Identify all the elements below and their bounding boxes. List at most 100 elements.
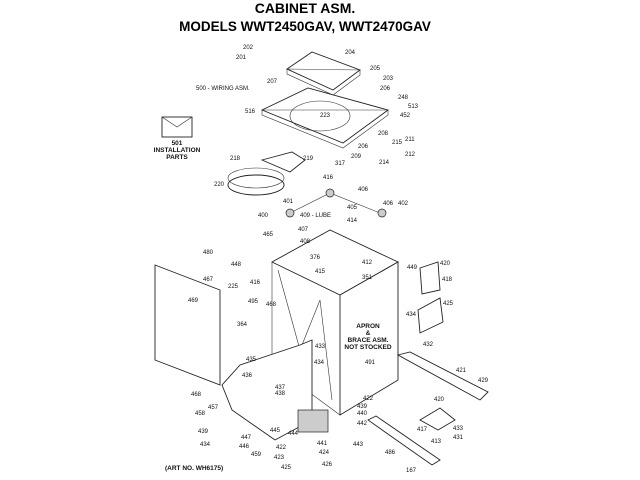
callout-202: 202: [243, 45, 254, 51]
envelope-flap: [161, 116, 193, 128]
callout-416: 416: [323, 175, 334, 181]
callout-433: 433: [315, 344, 326, 350]
callout-400: 400: [258, 213, 269, 219]
callout-422: 422: [363, 396, 374, 402]
callout-439: 439: [357, 404, 368, 410]
side-panel: [154, 264, 221, 386]
callout-434: 434: [406, 312, 417, 318]
callout-205: 205: [370, 66, 381, 72]
callout-486: 486: [385, 450, 396, 456]
callout-468: 468: [266, 302, 277, 308]
callout-448: 448: [231, 262, 242, 268]
callout-201: 201: [236, 55, 247, 61]
callout-208: 208: [378, 131, 389, 137]
callout-491: 491: [365, 360, 376, 366]
callout-420: 420: [440, 261, 451, 267]
callout-423: 423: [274, 455, 285, 461]
callout-446: 446: [239, 444, 250, 450]
installation-parts-number: 501: [172, 140, 183, 147]
suspension-pivot-left: [285, 208, 295, 218]
callout-209: 209: [351, 154, 362, 160]
callout-449: 449: [407, 265, 418, 271]
suspension-rods: [289, 192, 381, 214]
art-number: (ART NO. WH6175): [165, 465, 223, 472]
apron-note-4: NOT STOCKED: [344, 344, 391, 351]
tub-cover-ring: [227, 174, 285, 196]
cabinet-brace: [277, 269, 333, 401]
mounting-plate-lower: [417, 297, 444, 334]
callout-317: 317: [335, 161, 346, 167]
lid: [286, 51, 361, 91]
callout-443: 443: [353, 442, 364, 448]
callout-407: 407: [298, 227, 309, 233]
apron-note-1: APRON: [356, 323, 380, 330]
cabinet-right-side: [339, 261, 399, 416]
callout-425: 425: [281, 465, 292, 471]
diagram-subtitle: MODELS WWT2450GAV, WWT2470GAV: [179, 19, 431, 34]
callout-214: 214: [379, 160, 390, 166]
callout-459: 459: [251, 452, 262, 458]
tub-cover-ring-inner: [227, 167, 285, 189]
callout-441: 441: [317, 441, 328, 447]
installation-parts-label-2: PARTS: [166, 154, 188, 161]
callout-468: 468: [191, 392, 202, 398]
callout-406: 406: [358, 187, 369, 193]
suspension-pivot-center: [325, 188, 335, 198]
callout-418: 418: [442, 277, 453, 283]
apron-note-2: &: [366, 330, 371, 337]
callout-480: 480: [203, 250, 214, 256]
callout-223: 223: [320, 113, 331, 119]
callout-408: 408: [300, 239, 311, 245]
callout-204: 204: [345, 50, 356, 56]
callout-219: 219: [303, 156, 314, 162]
callout-516: 516: [245, 109, 256, 115]
callout-469: 469: [188, 298, 199, 304]
callout-417: 417: [417, 427, 428, 433]
callout-444: 444: [288, 431, 299, 437]
callout-422: 422: [276, 445, 287, 451]
callout-405: 405: [347, 205, 358, 211]
base-frame: [221, 339, 313, 441]
installation-parts-label-1: INSTALLATION: [154, 147, 201, 154]
hinge-bracket: [260, 151, 306, 173]
callout-376: 376: [310, 255, 321, 261]
callout-436: 436: [242, 373, 253, 379]
callout-465: 465: [263, 232, 274, 238]
callout-457: 457: [208, 405, 219, 411]
callout-167: 167: [406, 468, 417, 474]
callout-415: 415: [315, 269, 326, 275]
callout-432: 432: [423, 342, 434, 348]
callout-447: 447: [241, 435, 252, 441]
top-panel-edge: [261, 109, 389, 149]
callout-513: 513: [408, 104, 419, 110]
callout-458: 458: [195, 411, 206, 417]
callout-440: 440: [357, 411, 368, 417]
callout-218: 218: [230, 156, 241, 162]
callout-445: 445: [270, 428, 281, 434]
callout-351: 351: [362, 275, 373, 281]
callout-211: 211: [405, 137, 415, 143]
callout-248: 248: [398, 95, 409, 101]
lid-edge: [286, 68, 361, 96]
diagram-title: CABINET ASM.: [255, 0, 356, 16]
callout-220: 220: [214, 182, 225, 188]
pump: [297, 409, 329, 433]
callout-467: 467: [203, 277, 214, 283]
callout-labels: 2022012042052032062485134522075162232082…: [188, 45, 489, 474]
callout-401: 401: [283, 199, 294, 205]
corner-bracket: [419, 407, 456, 431]
front-rail: [367, 415, 441, 466]
rear-rail: [396, 351, 489, 401]
callout-439: 439: [198, 429, 209, 435]
callout-215: 215: [392, 140, 403, 146]
callout-206: 206: [358, 144, 369, 150]
callout-402: 402: [398, 201, 409, 207]
callout-431: 431: [453, 435, 464, 441]
mounting-plate-upper: [419, 261, 441, 295]
wiring-assembly-note: 500 - WIRING ASM.: [196, 86, 250, 92]
callout-429: 429: [478, 378, 489, 384]
callout-421: 421: [456, 368, 467, 374]
callout-442: 442: [357, 421, 368, 427]
